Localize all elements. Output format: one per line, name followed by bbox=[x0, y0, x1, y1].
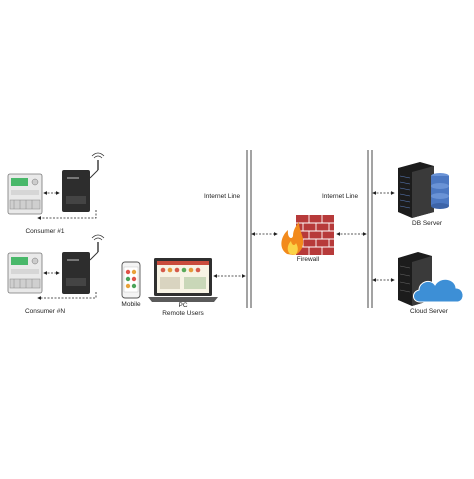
communicator-device-1-icon bbox=[62, 152, 105, 212]
internet-line-right-label: Internet Line bbox=[322, 193, 359, 200]
cloud-server-icon bbox=[398, 252, 464, 306]
consumer-n-label: Consumer #N bbox=[24, 308, 66, 315]
db-server-label: DB Server bbox=[412, 220, 442, 227]
device-loop-1 bbox=[37, 210, 97, 220]
pc-label: PC bbox=[178, 302, 188, 309]
mobile-label: Mobile bbox=[121, 301, 141, 308]
energy-meter-n-icon bbox=[7, 252, 43, 294]
internet-line-left-label: Internet Line bbox=[204, 193, 241, 200]
remote-users-label: Remote Users bbox=[162, 310, 204, 317]
cloud-server-label: Cloud Server bbox=[410, 308, 448, 315]
firewall-label: Firewall bbox=[296, 256, 320, 263]
laptop-pc-icon bbox=[148, 258, 218, 302]
db-server-icon bbox=[398, 162, 449, 218]
energy-meter-1-icon bbox=[7, 173, 43, 215]
mobile-phone-icon bbox=[121, 261, 141, 299]
communicator-device-n-icon bbox=[62, 234, 105, 294]
consumer-1-label: Consumer #1 bbox=[25, 228, 65, 235]
device-loop-n bbox=[37, 292, 97, 300]
firewall-icon bbox=[281, 215, 334, 255]
